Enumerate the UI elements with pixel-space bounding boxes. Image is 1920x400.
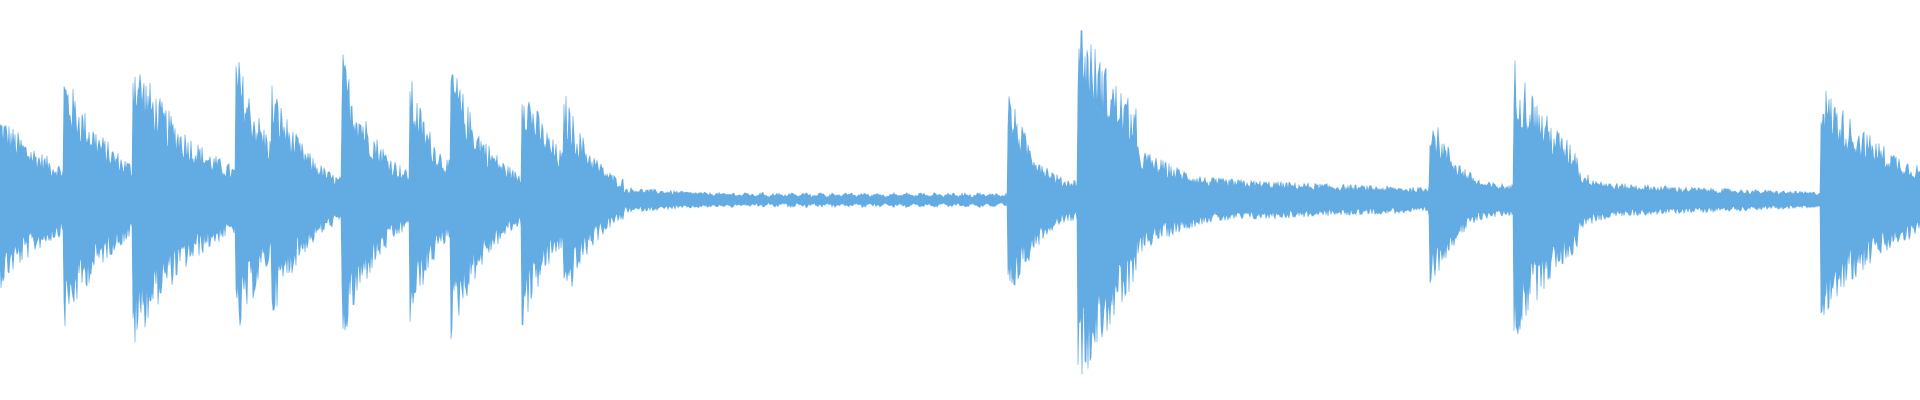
waveform-shape [0, 29, 1920, 375]
